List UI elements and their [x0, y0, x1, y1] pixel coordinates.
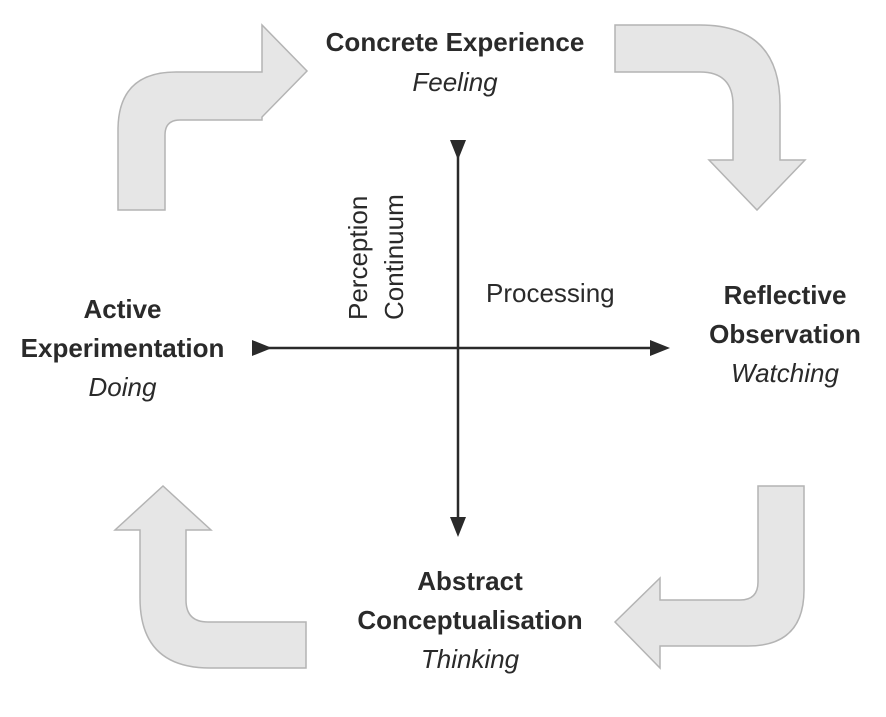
cycle-arrow-top-left [117, 23, 309, 211]
abstract-conceptualisation-mode: Thinking [420, 644, 520, 674]
concrete-experience-name: Concrete Experience [325, 27, 585, 57]
abstract-conceptualisation-name-line2: Conceptualisation [357, 605, 583, 635]
concrete-experience-label: Concrete Experience Feeling [290, 22, 620, 102]
abstract-conceptualisation-name-line1: Abstract [417, 566, 523, 596]
abstract-conceptualisation-label: Abstract Conceptualisation Thinking [320, 562, 620, 679]
active-experimentation-name-line2: Experimentation [20, 333, 225, 363]
processing-axis-label: Processing [486, 278, 615, 308]
perception-axis-label-line1: Perception [343, 195, 373, 320]
perception-axis-label: Perception Continuum [340, 170, 430, 320]
concrete-experience-mode: Feeling [412, 67, 498, 97]
reflective-observation-name-line1: Reflective [723, 280, 847, 310]
cycle-arrow-bottom-left [113, 484, 307, 669]
cycle-arrow-top-right [614, 24, 807, 212]
reflective-observation-name-line2: Observation [709, 319, 861, 349]
cycle-arrow-bottom-right [613, 485, 805, 670]
active-experimentation-name-line1: Active [83, 294, 162, 324]
reflective-observation-label: Reflective Observation Watching [680, 276, 886, 393]
active-experimentation-label: Active Experimentation Doing [0, 290, 245, 407]
active-experimentation-mode: Doing [88, 372, 157, 402]
perception-axis-label-line2: Continuum [379, 194, 409, 320]
reflective-observation-mode: Watching [731, 358, 839, 388]
